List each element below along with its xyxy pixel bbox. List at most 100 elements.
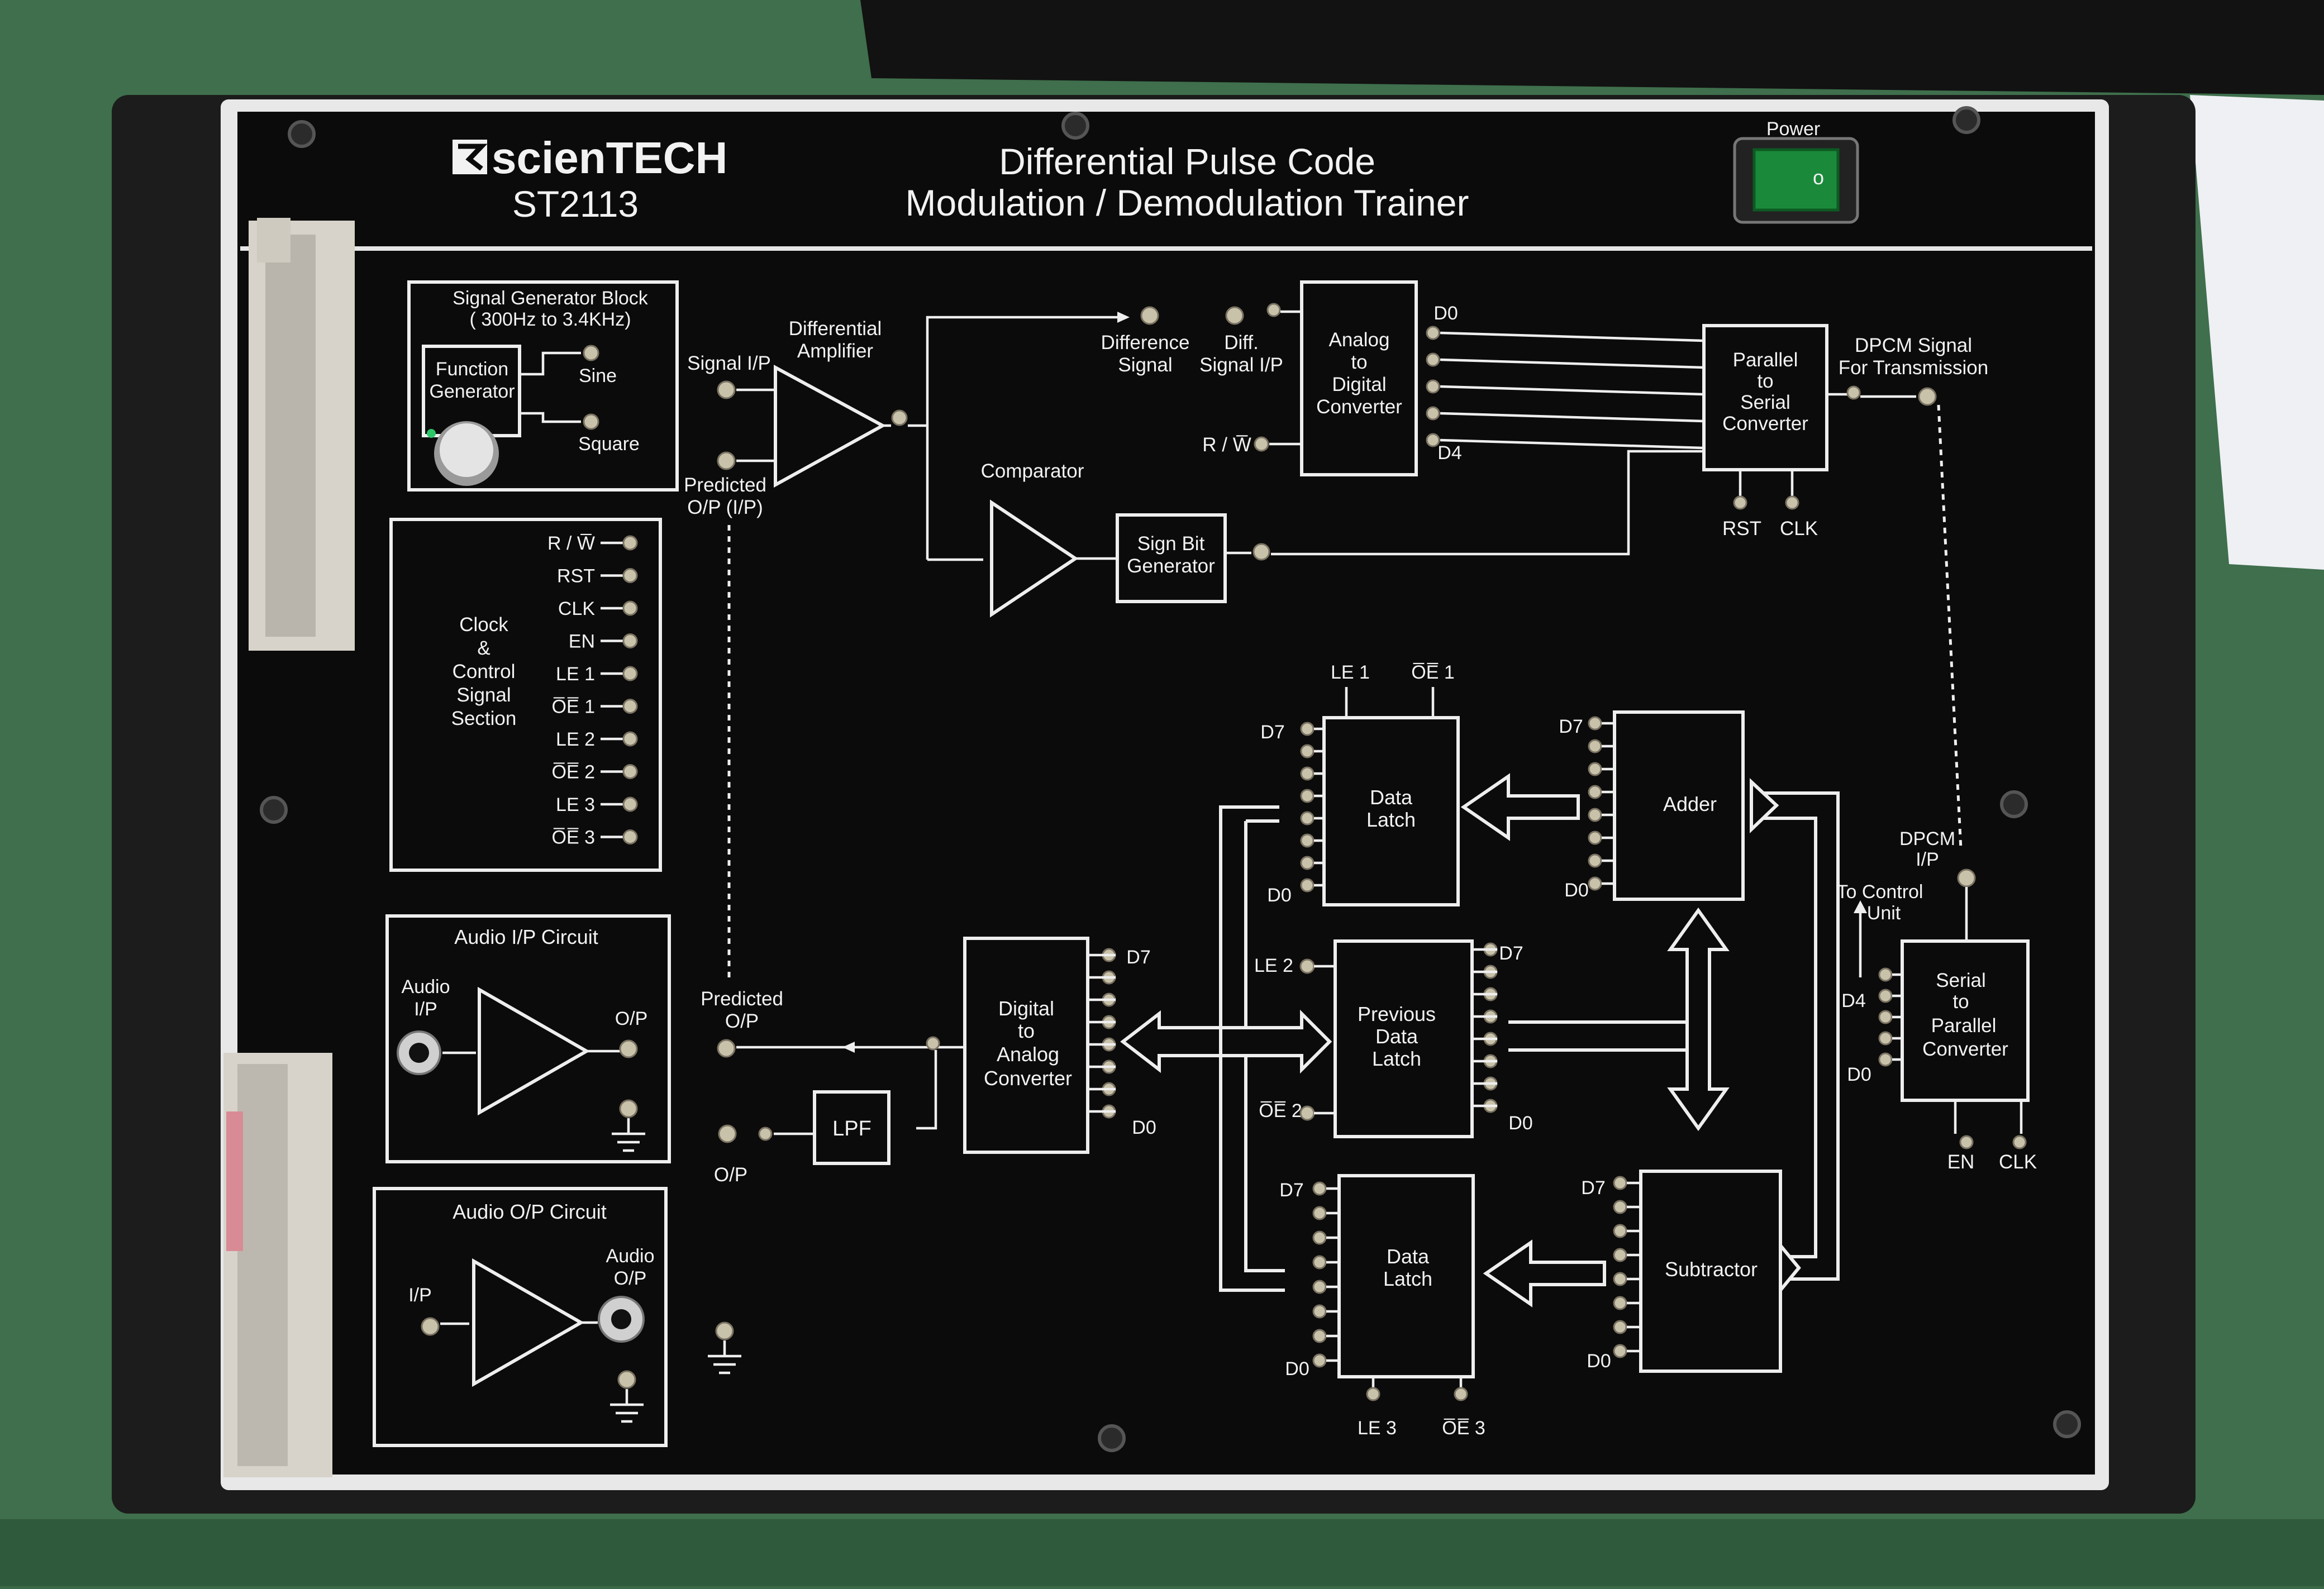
p2s-label-3: Serial xyxy=(1740,392,1790,413)
adc-d-pin[interactable] xyxy=(1427,327,1439,339)
prev-latch-label-3: Latch xyxy=(1372,1047,1421,1070)
latch1-le-label: LE 1 xyxy=(1331,662,1370,683)
square-output-terminal[interactable] xyxy=(584,414,598,429)
prev-latch-le-terminal[interactable] xyxy=(1301,960,1314,973)
latch1-pin[interactable] xyxy=(1301,812,1313,824)
prev-latch-label-2: Data xyxy=(1375,1025,1418,1048)
s2p-pin[interactable] xyxy=(1879,1011,1892,1023)
latch3-d0-label: D0 xyxy=(1285,1358,1309,1380)
clock-output-terminal[interactable] xyxy=(623,732,637,746)
adc-d-pin[interactable] xyxy=(1427,354,1439,366)
adc-d-pin[interactable] xyxy=(1427,407,1439,419)
subtractor-pin[interactable] xyxy=(1614,1225,1626,1237)
diff-amp-label: Differential xyxy=(789,318,882,340)
audio-op-ground-terminal[interactable] xyxy=(618,1371,635,1388)
audio-op-title: Audio O/P Circuit xyxy=(453,1200,606,1223)
clock-output-terminal[interactable] xyxy=(623,765,637,779)
latch3-pin[interactable] xyxy=(1313,1256,1326,1268)
adder-pin[interactable] xyxy=(1589,855,1601,867)
subtractor-pin[interactable] xyxy=(1614,1345,1626,1357)
adder-pin[interactable] xyxy=(1589,740,1601,752)
latch1-pin[interactable] xyxy=(1301,834,1313,847)
adder-pin[interactable] xyxy=(1589,832,1601,844)
clock-output-terminal[interactable] xyxy=(623,569,637,583)
logo-text: scienTECH xyxy=(492,133,727,183)
subtractor-pin[interactable] xyxy=(1614,1297,1626,1309)
clock-output-terminal[interactable] xyxy=(623,667,637,680)
latch3-pin[interactable] xyxy=(1313,1182,1326,1195)
latch3-pin[interactable] xyxy=(1313,1330,1326,1342)
clock-output-terminal[interactable] xyxy=(623,634,637,648)
signal-in-terminal[interactable] xyxy=(718,381,735,398)
audio-op-out-label: Audio xyxy=(606,1246,655,1267)
latch3-pin[interactable] xyxy=(1313,1232,1326,1244)
diff-signal-in-terminal[interactable] xyxy=(1226,307,1243,324)
board-ground-terminal[interactable] xyxy=(716,1323,733,1339)
subtractor-pin[interactable] xyxy=(1614,1177,1626,1189)
p2s-label-4: Converter xyxy=(1722,413,1808,435)
prev-latch-oe-terminal[interactable] xyxy=(1301,1106,1314,1120)
p2s-rst-terminal[interactable] xyxy=(1734,497,1746,509)
subtractor-pin[interactable] xyxy=(1614,1321,1626,1333)
latch1-pin[interactable] xyxy=(1301,879,1313,891)
latch1-pin[interactable] xyxy=(1301,790,1313,802)
clock-output-terminal[interactable] xyxy=(623,602,637,615)
ribbon-connector-top xyxy=(249,218,355,651)
latch3-le-terminal[interactable] xyxy=(1367,1388,1379,1400)
audio-ip-output-terminal[interactable] xyxy=(620,1041,637,1057)
s2p-pin[interactable] xyxy=(1879,1053,1892,1066)
diff-amp-output-terminal[interactable] xyxy=(892,411,907,425)
latch3-pin[interactable] xyxy=(1313,1281,1326,1293)
latch1-pin[interactable] xyxy=(1301,745,1313,757)
adder-pin[interactable] xyxy=(1589,809,1601,821)
prev-latch-oe-label: O̅E̅ 2 xyxy=(1259,1100,1302,1122)
model-number: ST2113 xyxy=(512,183,639,225)
adder-label: Adder xyxy=(1663,793,1717,815)
latch3-pin[interactable] xyxy=(1313,1354,1326,1367)
latch1-pin[interactable] xyxy=(1301,723,1313,735)
adc-rw-terminal[interactable] xyxy=(1255,437,1268,451)
latch3-le-label: LE 3 xyxy=(1358,1418,1397,1439)
lpf-out-terminal[interactable] xyxy=(719,1125,736,1142)
adder-pin[interactable] xyxy=(1589,877,1601,890)
clock-output-terminal[interactable] xyxy=(623,536,637,550)
to-control-label-2: Unit xyxy=(1867,903,1901,924)
adc-d-pin[interactable] xyxy=(1427,380,1439,393)
dpcm-in-terminal[interactable] xyxy=(1958,870,1975,886)
s2p-pin[interactable] xyxy=(1879,968,1892,981)
adder-pin[interactable] xyxy=(1589,763,1601,775)
audio-op-input-terminal[interactable] xyxy=(422,1318,439,1335)
adder-pin[interactable] xyxy=(1589,717,1601,729)
predicted-out-terminal[interactable] xyxy=(718,1040,735,1057)
latch1-pin[interactable] xyxy=(1301,767,1313,780)
clock-output-terminal[interactable] xyxy=(623,831,637,844)
s2p-clk-terminal[interactable] xyxy=(2013,1136,2026,1148)
latch1-pin[interactable] xyxy=(1301,857,1313,869)
clock-output-terminal[interactable] xyxy=(623,798,637,811)
sign-bit-output-terminal[interactable] xyxy=(1254,544,1269,560)
adc-in-label: Diff. xyxy=(1224,332,1259,354)
subtractor-pin[interactable] xyxy=(1614,1201,1626,1213)
subtractor-pin[interactable] xyxy=(1614,1273,1626,1285)
latch3-pin[interactable] xyxy=(1313,1305,1326,1318)
s2p-pin[interactable] xyxy=(1879,990,1892,1002)
adder-pin[interactable] xyxy=(1589,786,1601,798)
p2s-clk-terminal[interactable] xyxy=(1786,497,1798,509)
subtractor-pin[interactable] xyxy=(1614,1249,1626,1261)
difference-signal-terminal[interactable] xyxy=(1141,307,1158,324)
function-generator-label-2: Generator xyxy=(429,381,515,402)
s2p-en-terminal[interactable] xyxy=(1960,1136,1973,1148)
adc-d-pin[interactable] xyxy=(1427,434,1439,446)
latch3-pin[interactable] xyxy=(1313,1207,1326,1219)
predicted-in-terminal[interactable] xyxy=(718,452,735,469)
clock-output-terminal[interactable] xyxy=(623,700,637,713)
clock-output-label: CLK xyxy=(558,598,595,619)
audio-ip-ground-terminal[interactable] xyxy=(620,1100,637,1117)
s2p-pin[interactable] xyxy=(1879,1032,1892,1044)
sine-output-terminal[interactable] xyxy=(584,346,598,360)
latch3-oe-terminal[interactable] xyxy=(1455,1388,1467,1400)
dac-label-3: Analog xyxy=(997,1043,1059,1066)
dpcm-signal-out-terminal[interactable] xyxy=(1919,388,1936,405)
power-switch[interactable]: o xyxy=(1735,139,1858,222)
